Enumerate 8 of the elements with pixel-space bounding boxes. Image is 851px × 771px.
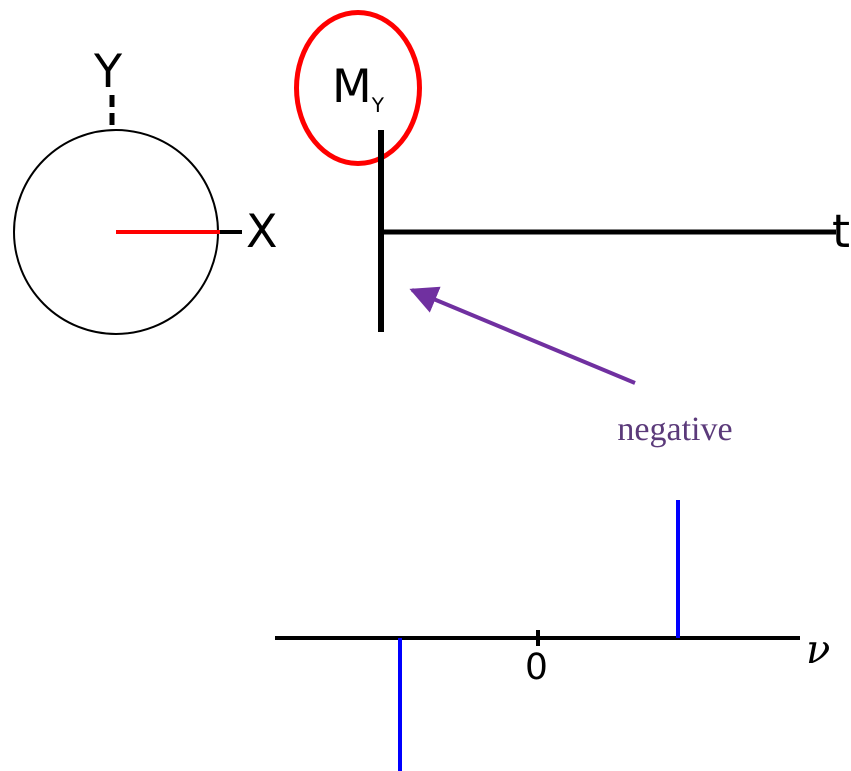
axis-label: t xyxy=(832,208,850,254)
vertical-axis xyxy=(378,130,384,332)
axis-label: ν xyxy=(806,630,830,670)
leader-arrow xyxy=(409,286,636,385)
axis-label: Y xyxy=(94,48,122,94)
annotation-text: negative xyxy=(590,405,760,455)
tick-label: 0 xyxy=(525,650,548,686)
axis-label: X xyxy=(246,208,278,254)
